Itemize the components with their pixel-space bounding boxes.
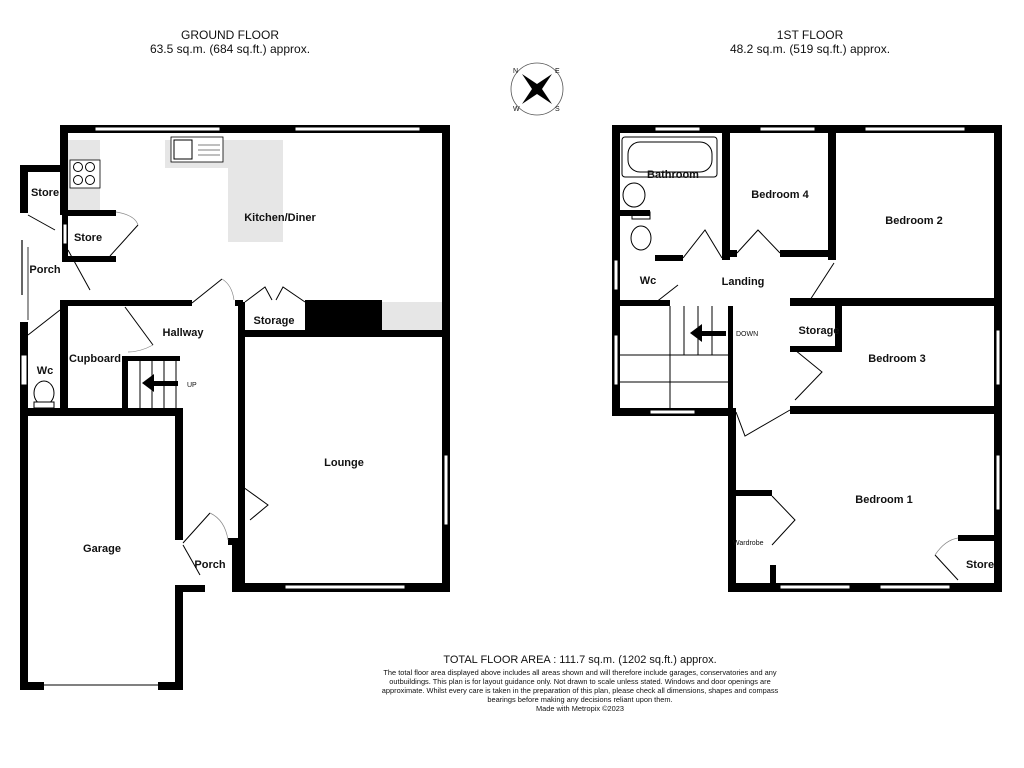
ground-floor-plan: UP Store Store Porch Kitchen/Diner Hallw… [20,125,450,690]
compass-south: S [555,106,560,113]
room-label-bedroom-3: Bedroom 3 [868,353,925,365]
sink-icon [170,136,224,163]
room-label-bedroom-2: Bedroom 2 [885,215,942,227]
ground-floor-title: GROUND FLOOR [180,28,279,42]
first-floor-header: 1ST FLOOR 48.2 sq.m. (519 sq.ft.) approx… [680,28,940,56]
toilet-icon-first-floor [630,211,652,251]
room-label-kitchen-diner: Kitchen/Diner [244,212,316,224]
toilet-icon [33,380,55,409]
room-label-landing: Landing [722,276,765,288]
room-label-wardrobe: Wardrobe [733,540,764,547]
compass-west: W [513,106,520,113]
staircase-up: UP [122,356,197,410]
footer: TOTAL FLOOR AREA : 111.7 sq.m. (1202 sq.… [380,654,780,713]
room-label-store-outer: Store [31,187,59,199]
staircase-down: DOWN [620,306,758,416]
hob-icon [69,159,101,189]
ground-floor-header: GROUND FLOOR 63.5 sq.m. (684 sq.ft.) app… [100,28,360,56]
room-label-storage-first-floor: Storage [799,325,840,337]
room-label-storage: Storage [254,315,295,327]
room-label-cupboard: Cupboard [69,353,121,365]
room-label-bedroom-4: Bedroom 4 [751,189,809,201]
stairs-down-label: DOWN [736,331,758,338]
room-label-bedroom-1: Bedroom 1 [855,494,912,506]
first-floor-plan: DOWN Bathroom Bedroom 4 Bedroom 2 Wc Lan… [612,125,1002,592]
room-label-garage: Garage [83,543,121,555]
total-floor-area: TOTAL FLOOR AREA : 111.7 sq.m. (1202 sq.… [443,654,717,666]
room-label-wc: Wc [37,365,54,377]
basin-icon [622,182,646,208]
bathtub-icon [621,136,718,178]
room-label-lounge: Lounge [324,457,364,469]
compass-north: N [513,68,518,75]
room-label-store-first-floor: Store [966,559,994,571]
room-label-wc-first-floor: Wc [640,275,657,287]
compass-east: E [555,68,560,75]
compass-rose-icon: N E S W [510,62,564,116]
disclaimer: The total floor area displayed above inc… [381,668,779,704]
room-label-hallway: Hallway [163,327,205,339]
room-label-porch-side: Porch [29,264,60,276]
stairs-up-label: UP [187,382,197,389]
room-label-porch-front: Porch [194,559,225,571]
first-floor-title: 1ST FLOOR [776,28,844,42]
first-floor-area: 48.2 sq.m. (519 sq.ft.) approx. [729,42,891,56]
room-label-bathroom: Bathroom [647,169,699,181]
ground-floor-area: 63.5 sq.m. (684 sq.ft.) approx. [149,42,311,56]
room-label-store-inner: Store [74,232,102,244]
credit: Made with Metropix ©2023 [535,704,625,713]
